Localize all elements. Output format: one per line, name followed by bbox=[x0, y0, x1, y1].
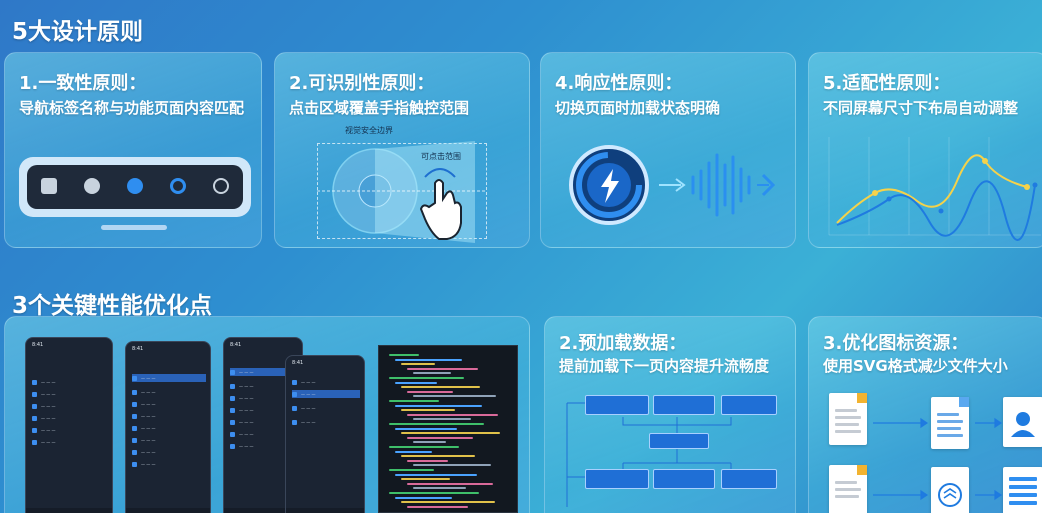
responsive-chart-illustration bbox=[828, 137, 1041, 241]
principle-card-consistency: 1.一致性原则： 导航标签名称与功能页面内容匹配 bbox=[4, 52, 262, 248]
code-line bbox=[401, 363, 435, 366]
flow-node bbox=[653, 395, 715, 415]
code-line bbox=[413, 487, 466, 490]
safe-area-label: 视觉安全边界 bbox=[345, 126, 393, 135]
code-line bbox=[407, 436, 473, 439]
code-line bbox=[401, 455, 475, 458]
code-line bbox=[389, 377, 464, 379]
code-line bbox=[413, 372, 451, 375]
card-title: 4.响应性原则： bbox=[555, 73, 683, 94]
flow-node bbox=[721, 469, 777, 489]
flow-node bbox=[649, 433, 709, 449]
code-line bbox=[401, 386, 480, 389]
card-subtitle: 使用SVG格式减少文件大小 bbox=[823, 357, 1008, 375]
code-line bbox=[407, 390, 453, 393]
code-line bbox=[407, 505, 468, 508]
touch-target-illustration bbox=[317, 141, 487, 243]
loading-state-illustration bbox=[569, 145, 776, 225]
principle-card-responsiveness: 4.响应性原则： 切换页面时加载状态明确 bbox=[540, 52, 796, 248]
card-title: 2.预加载数据： bbox=[559, 333, 687, 354]
code-line bbox=[389, 423, 484, 425]
flowchart-connectors bbox=[566, 402, 732, 507]
code-line bbox=[407, 413, 498, 416]
code-line bbox=[389, 354, 419, 356]
code-line bbox=[395, 381, 437, 384]
card-subtitle: 切换页面时加载状态明确 bbox=[555, 99, 721, 117]
code-line bbox=[401, 478, 450, 481]
card-title: 5.适配性原则： bbox=[823, 73, 951, 94]
code-line bbox=[401, 432, 500, 435]
refresh-icon bbox=[213, 177, 230, 194]
nav-tab-4 bbox=[170, 177, 187, 197]
user-icon bbox=[1003, 397, 1042, 447]
lightning-icon bbox=[601, 169, 619, 203]
code-line bbox=[389, 469, 434, 471]
card-subtitle: 点击区域覆盖手指触控范围 bbox=[289, 99, 470, 117]
pie-icon bbox=[83, 177, 100, 194]
home-indicator bbox=[101, 225, 167, 230]
nav-tab-3 bbox=[126, 177, 143, 197]
document-icon bbox=[829, 393, 867, 445]
home-icon bbox=[40, 177, 57, 194]
optimization-card-preload: 2.预加载数据： 提前加载下一页内容提升流畅度 bbox=[544, 316, 796, 513]
code-line bbox=[413, 395, 496, 398]
code-line bbox=[389, 400, 439, 402]
code-line bbox=[395, 496, 452, 499]
phone-mockup-1: 8:41 — — — — — — — — — — — — — — — — — — bbox=[25, 337, 113, 513]
target-icon bbox=[170, 177, 187, 194]
svg-file-icon bbox=[931, 397, 969, 449]
code-line bbox=[407, 367, 478, 370]
code-line bbox=[395, 404, 482, 407]
code-line bbox=[395, 358, 462, 361]
phone-mockup-4: 8:41 — — — — — — — — — — — — bbox=[285, 355, 365, 513]
code-line bbox=[413, 441, 446, 444]
touch-range-label: 可点击范围 bbox=[421, 152, 461, 161]
svg-badge-icon bbox=[931, 467, 969, 513]
principle-card-adaptability: 5.适配性原则： 不同屏幕尺寸下布局自动调整 bbox=[808, 52, 1042, 248]
code-line bbox=[389, 446, 459, 448]
code-line bbox=[389, 492, 479, 494]
phone-mockup-2: 8:41 — — — — — — — — — — — — — — — — — —… bbox=[125, 341, 211, 513]
nav-tab-5 bbox=[213, 177, 230, 197]
code-line bbox=[401, 409, 455, 412]
code-line bbox=[395, 427, 457, 430]
card-subtitle: 导航标签名称与功能页面内容匹配 bbox=[19, 99, 245, 117]
code-editor-illustration bbox=[378, 345, 518, 513]
nav-tab-home bbox=[40, 177, 57, 197]
section-title-performance: 3个关键性能优化点 bbox=[12, 293, 213, 319]
optimization-card-icons: 3.优化图标资源： 使用SVG格式减少文件大小 bbox=[808, 316, 1042, 513]
flow-node bbox=[721, 395, 777, 415]
code-line bbox=[401, 501, 495, 504]
code-line bbox=[407, 482, 493, 485]
compass-icon bbox=[126, 177, 143, 194]
code-line bbox=[413, 464, 491, 467]
flow-node bbox=[585, 469, 649, 489]
section-title-design-principles: 5大设计原则 bbox=[12, 19, 144, 45]
flow-node bbox=[653, 469, 715, 489]
code-line bbox=[395, 473, 477, 476]
nav-bar-illustration bbox=[19, 157, 251, 217]
code-line bbox=[395, 450, 432, 453]
code-line bbox=[413, 418, 471, 421]
list-icon bbox=[1003, 467, 1042, 513]
card-subtitle: 不同屏幕尺寸下布局自动调整 bbox=[823, 99, 1019, 117]
conversion-arrows bbox=[873, 417, 1003, 501]
card-title: 2.可识别性原则： bbox=[289, 73, 435, 94]
code-line bbox=[407, 459, 448, 462]
principle-card-recognizability: 2.可识别性原则： 点击区域覆盖手指触控范围 视觉安全边界 可点击范围 bbox=[274, 52, 530, 248]
card-title: 3.优化图标资源： bbox=[823, 333, 969, 354]
flow-node bbox=[585, 395, 649, 415]
document-icon bbox=[829, 465, 867, 513]
card-subtitle: 提前加载下一页内容提升流畅度 bbox=[559, 357, 770, 375]
card-title: 1.一致性原则： bbox=[19, 73, 147, 94]
nav-tab-2 bbox=[83, 177, 100, 197]
